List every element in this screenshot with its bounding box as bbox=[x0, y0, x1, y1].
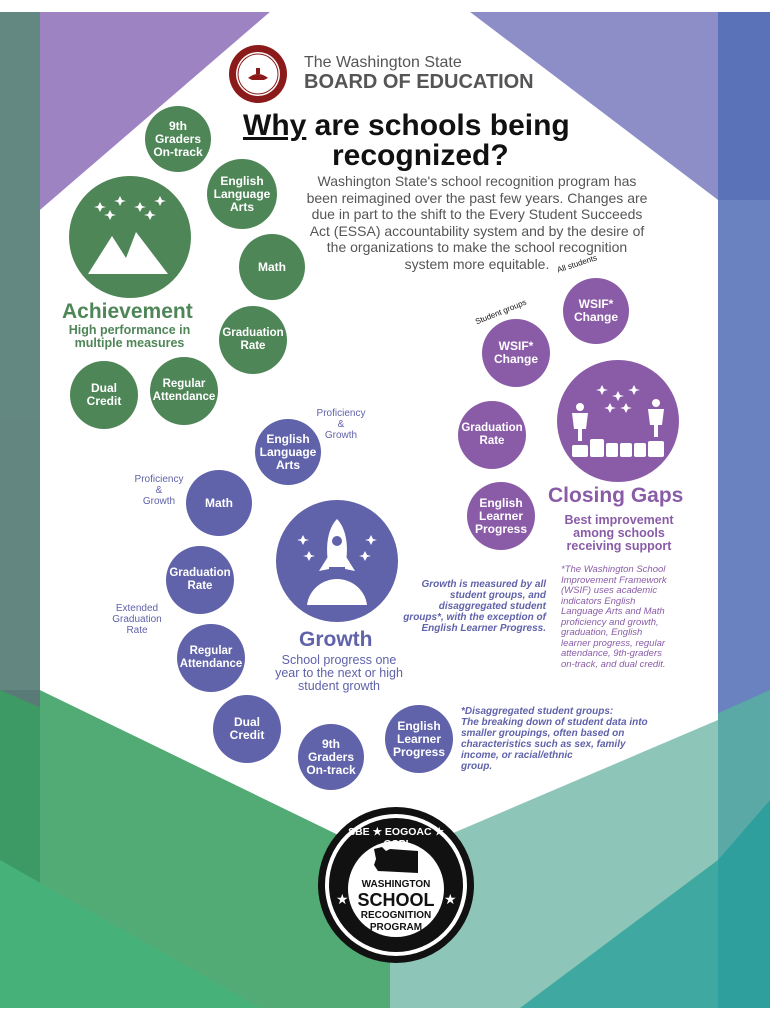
growth-subtitle: School progress one year to the next or … bbox=[275, 653, 403, 693]
intro-line: due in part to the shift to the Every St… bbox=[311, 206, 643, 222]
disaggregated-note: *Disaggregated student groups: The break… bbox=[461, 706, 648, 772]
growth-item-9th-graders: 9th Graders On-track bbox=[298, 724, 364, 790]
achievement-item-ela: English Language Arts bbox=[207, 159, 277, 229]
closing-gaps-item-graduation-rate: Graduation Rate bbox=[458, 401, 526, 469]
badge-line1: WASHINGTON bbox=[361, 879, 431, 890]
intro-line: Washington State's school recognition pr… bbox=[317, 173, 637, 189]
title-why: Why bbox=[243, 109, 307, 142]
closing-gaps-item-wsif-groups: WSIF* Change bbox=[482, 319, 550, 387]
badge-star-right: ★ bbox=[444, 891, 457, 907]
page-title: Why are schools being bbox=[243, 111, 593, 141]
mountain-icon bbox=[88, 196, 168, 274]
closing-gaps-subtitle: Best improvement among schools receiving… bbox=[564, 513, 674, 553]
growth-label-proficiency-math: Proficiency & Growth bbox=[134, 474, 184, 507]
intro-line: Act (ESSA) accountability system and by … bbox=[309, 222, 645, 239]
badge-top-text: SBE ★ EOGOAC ★ OSPI bbox=[348, 826, 444, 850]
people-blocks-icon bbox=[572, 385, 664, 457]
achievement-subtitle: High performance in multiple measures bbox=[68, 323, 191, 350]
growth-label-proficiency-ela: Proficiency & Growth bbox=[316, 408, 366, 441]
achievement-item-graduation-rate: Graduation Rate bbox=[219, 306, 287, 374]
intro-line: the organizations to make the school rec… bbox=[326, 239, 628, 255]
closing-gaps-heading: Closing Gaps bbox=[548, 484, 684, 507]
growth-note: Growth is measured by all student groups… bbox=[403, 579, 546, 634]
badge-star-left: ★ bbox=[336, 891, 349, 907]
intro-line: system more equitable. bbox=[404, 255, 550, 272]
growth-item-dual-credit: Dual Credit bbox=[213, 695, 281, 763]
badge-line3: RECOGNITION bbox=[360, 910, 432, 921]
growth-item-ela: English Language Arts bbox=[255, 419, 321, 485]
growth-item-math: Math bbox=[186, 470, 252, 536]
growth-icon-circle bbox=[276, 500, 398, 622]
badge-line2: SCHOOL bbox=[357, 890, 435, 910]
achievement-heading: Achievement bbox=[62, 300, 193, 323]
board-seal-icon bbox=[229, 45, 287, 103]
growth-heading: Growth bbox=[299, 628, 373, 651]
growth-label-extended-graduation: Extended Graduation Rate bbox=[112, 603, 162, 636]
closing-gaps-icon-circle bbox=[557, 360, 679, 482]
washington-state-icon bbox=[374, 847, 418, 873]
achievement-item-regular-attendance: Regular Attendance bbox=[150, 357, 218, 425]
org-line2: BOARD OF EDUCATION bbox=[304, 71, 534, 93]
growth-item-english-learner-progress: English Learner Progress bbox=[385, 705, 453, 773]
growth-item-graduation-rate: Graduation Rate bbox=[166, 546, 234, 614]
achievement-item-9th-graders: 9th Graders On-track bbox=[145, 106, 211, 172]
rocket-icon bbox=[297, 519, 377, 605]
org-line1: The Washington State bbox=[304, 54, 462, 71]
badge-line4: PROGRAM bbox=[369, 922, 423, 933]
title-rest: are schools being bbox=[314, 109, 570, 142]
page-title-line2: recognized? bbox=[332, 139, 509, 172]
growth-item-regular-attendance: Regular Attendance bbox=[177, 624, 245, 692]
achievement-item-math: Math bbox=[239, 234, 305, 300]
intro-paragraph: Washington State's school recognition pr… bbox=[282, 173, 672, 272]
achievement-item-dual-credit: Dual Credit bbox=[70, 361, 138, 429]
closing-gaps-item-english-learner-progress: English Learner Progress bbox=[467, 482, 535, 550]
achievement-icon-circle bbox=[69, 176, 191, 298]
intro-line: been reimagined over the past few years.… bbox=[306, 189, 648, 206]
wsif-note: *The Washington School Improvement Frame… bbox=[561, 564, 667, 670]
closing-gaps-item-wsif-all: WSIF* Change bbox=[563, 278, 629, 344]
recognition-badge: SBE ★ EOGOAC ★ OSPI ★ ★ WASHINGTON SCHOO… bbox=[318, 807, 474, 963]
